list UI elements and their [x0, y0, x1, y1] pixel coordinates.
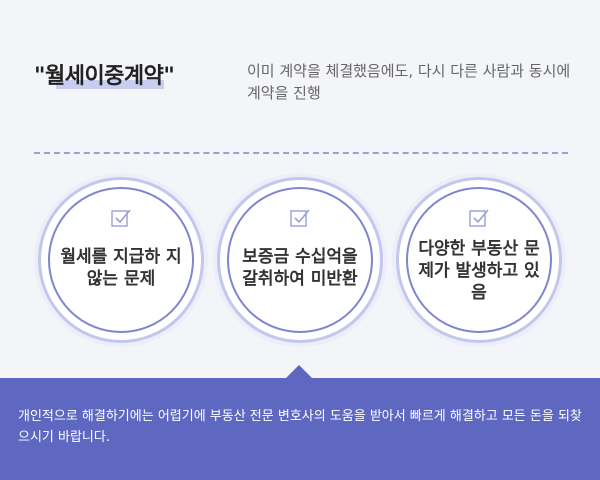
title-highlight — [56, 80, 165, 89]
page-title-text: "월세이중계약" — [34, 64, 175, 89]
checkbox-icon — [469, 209, 489, 227]
banner-text: 개인적으로 해결하기에는 어렵기에 부동산 전문 변호사의 도움을 받아서 빠르… — [18, 409, 582, 445]
issue-card-1: 월세를 지급하 지 않는 문제 — [38, 177, 204, 343]
page-title: "월세이중계약" — [34, 58, 175, 90]
issue-card-label: 다양한 부동산 문제가 발생하고 있음 — [418, 239, 540, 303]
dashed-divider — [34, 152, 568, 154]
card-inner-ring — [406, 187, 552, 333]
issue-card-2: 보증금 수십억을 갈취하여 미반환 — [217, 177, 383, 343]
title-block: "월세이중계약" — [34, 58, 175, 90]
issue-card-label: 보증금 수십억을 갈취하여 미반환 — [242, 247, 358, 289]
card-inner-ring — [48, 187, 194, 333]
issue-card-3: 다양한 부동산 문제가 발생하고 있음 — [396, 177, 562, 343]
checkbox-icon — [111, 209, 131, 227]
card-inner-ring — [227, 187, 373, 333]
banner-pointer — [286, 365, 312, 378]
info-banner: 개인적으로 해결하기에는 어렵기에 부동산 전문 변호사의 도움을 받아서 빠르… — [0, 378, 600, 480]
checkbox-icon — [290, 209, 310, 227]
title-description: 이미 계약을 체결했음에도, 다시 다른 사람과 동시에 계약을 진행 — [247, 62, 571, 102]
issue-card-label: 월세를 지급하 지 않는 문제 — [60, 247, 182, 289]
